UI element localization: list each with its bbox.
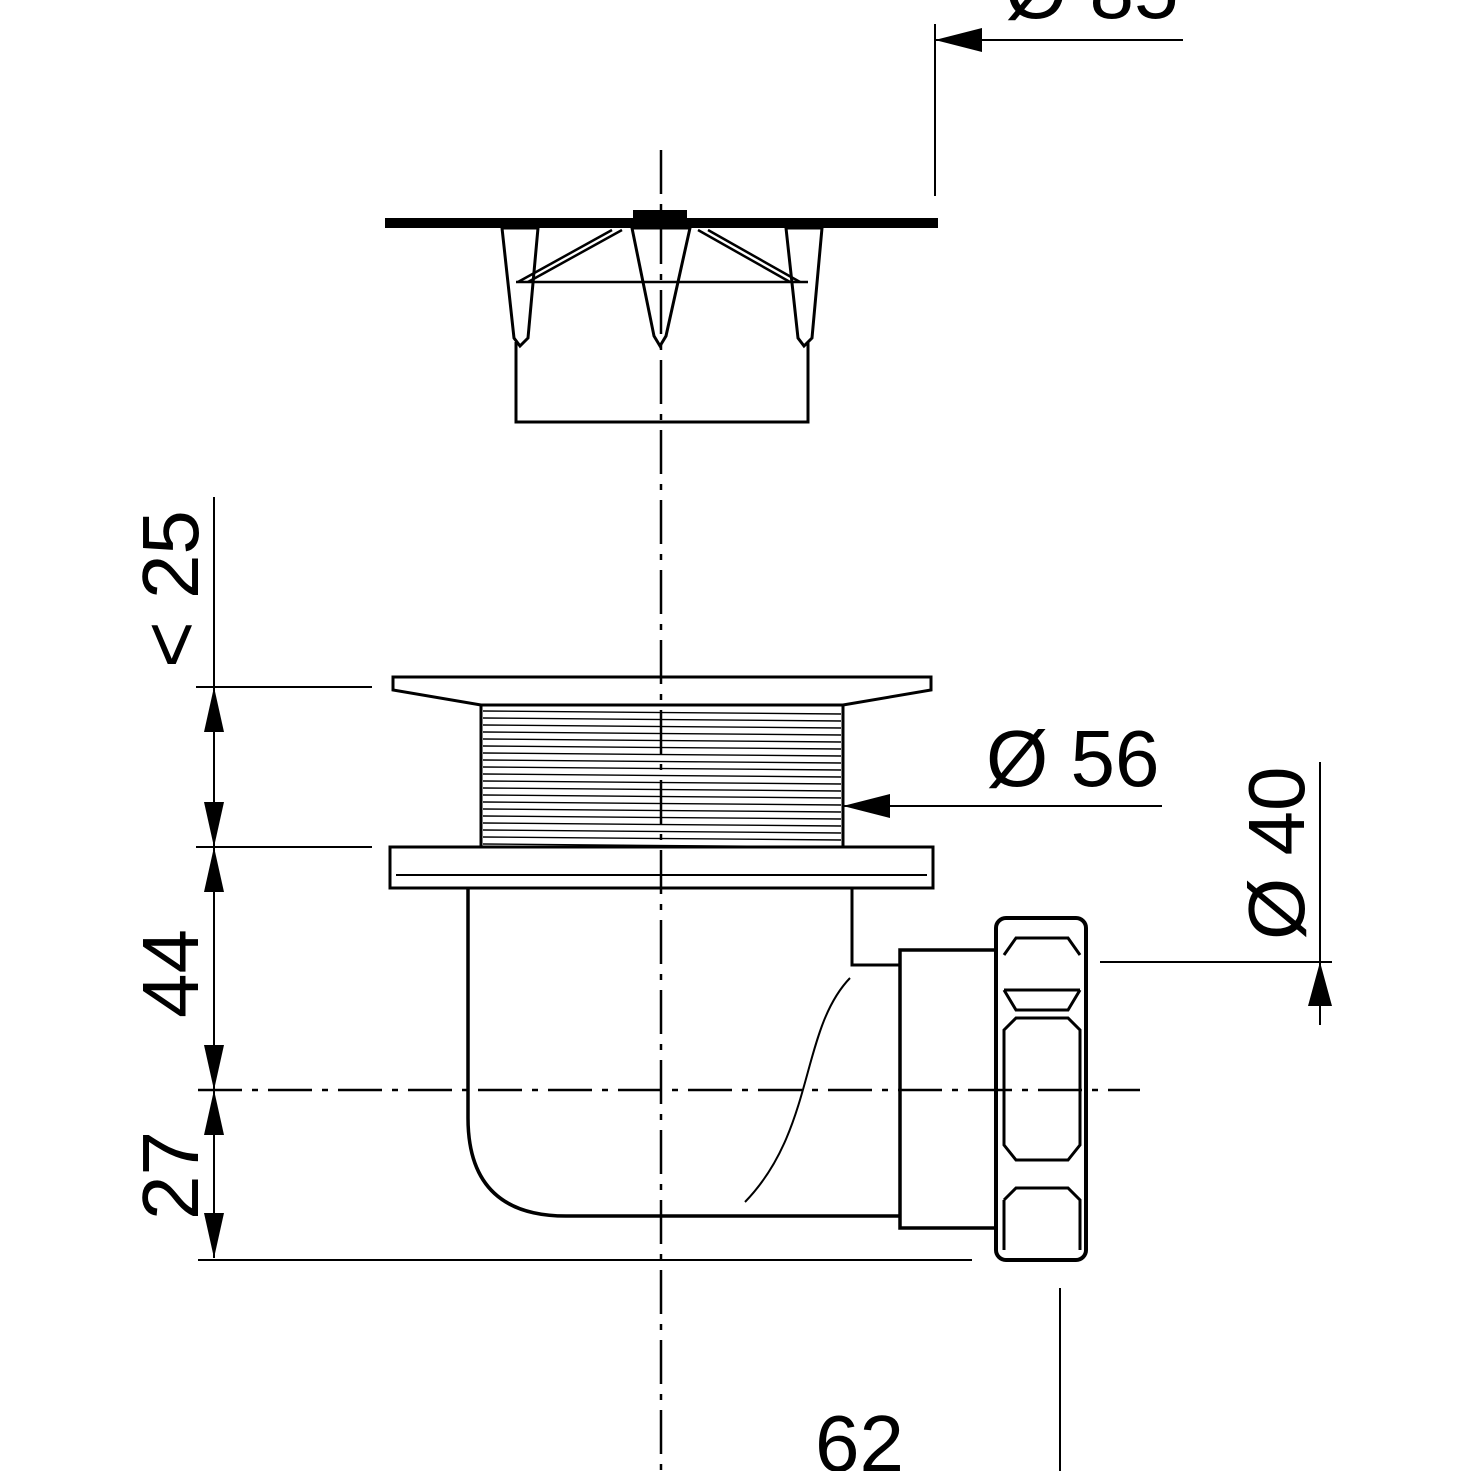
thread-line [482, 745, 842, 750]
dimension-lines [196, 24, 1332, 1471]
thread-line [482, 780, 842, 785]
dim-lower-height: 27 [126, 1131, 215, 1220]
thread-line [482, 710, 842, 715]
dim-max-height-above: < 25 [126, 510, 215, 668]
thread-line [482, 752, 842, 757]
thread-line [482, 773, 842, 778]
thread-line [482, 829, 842, 834]
thread-line [482, 766, 842, 771]
dim-body-diameter: Ø 56 [986, 714, 1159, 803]
thread-line [482, 815, 842, 820]
dim-outlet-diameter: Ø 40 [1232, 767, 1321, 940]
thread-line [482, 724, 842, 729]
thread-line [482, 738, 842, 743]
thread-line [482, 822, 842, 827]
dimension-arrows [204, 28, 1332, 1258]
thread-line [482, 731, 842, 736]
dim-outlet-offset: 62 [815, 1399, 904, 1471]
grate-cover [385, 210, 938, 424]
dim-upper-height: 44 [126, 929, 215, 1018]
thread-line [482, 787, 842, 792]
thread-line [482, 836, 842, 841]
thread-line [482, 794, 842, 799]
dim-top-diameter: Ø 85 [1005, 0, 1178, 35]
thread-line [482, 801, 842, 806]
thread-line [482, 759, 842, 764]
thread-line [482, 808, 842, 813]
drain-body [388, 675, 1088, 1262]
thread-line [482, 717, 842, 722]
